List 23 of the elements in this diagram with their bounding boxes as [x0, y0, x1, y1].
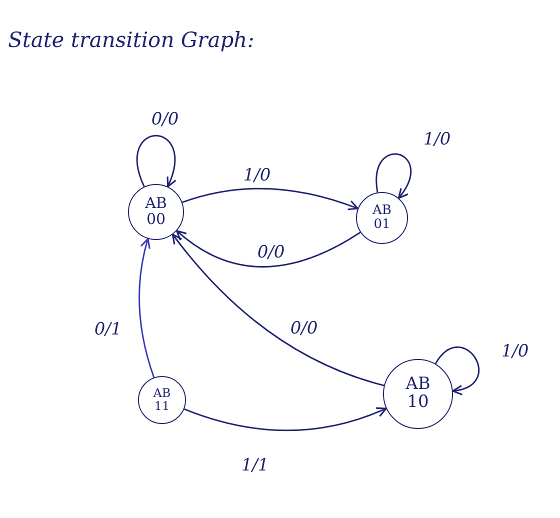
state-circle [138, 376, 186, 424]
state-variables-label: AB [153, 387, 171, 400]
state-code: 00 [146, 212, 166, 228]
state-code: 10 [407, 394, 429, 412]
state-circle [356, 192, 408, 244]
title: State transition Graph: [8, 28, 254, 52]
transition-arrow [182, 188, 359, 210]
edge-label: 0/0 [149, 110, 181, 130]
self-loop-arrow [136, 135, 176, 188]
self-loop-arrow [376, 153, 412, 199]
transition-arrow [138, 238, 155, 378]
transition-arrow [172, 234, 384, 386]
edge-label: 0/0 [288, 320, 320, 338]
state-circle [128, 184, 184, 240]
transition-arrow [184, 406, 387, 432]
state-variables-label: AB [145, 196, 167, 212]
state-variables-label: AB [372, 204, 392, 218]
state-code: 01 [374, 218, 390, 232]
edge-label: 0/0 [255, 244, 287, 262]
transition-arrow [176, 230, 361, 268]
state-code: 11 [154, 400, 170, 413]
self-loop-arrow [434, 346, 480, 394]
state-variables-label: AB [406, 376, 430, 394]
